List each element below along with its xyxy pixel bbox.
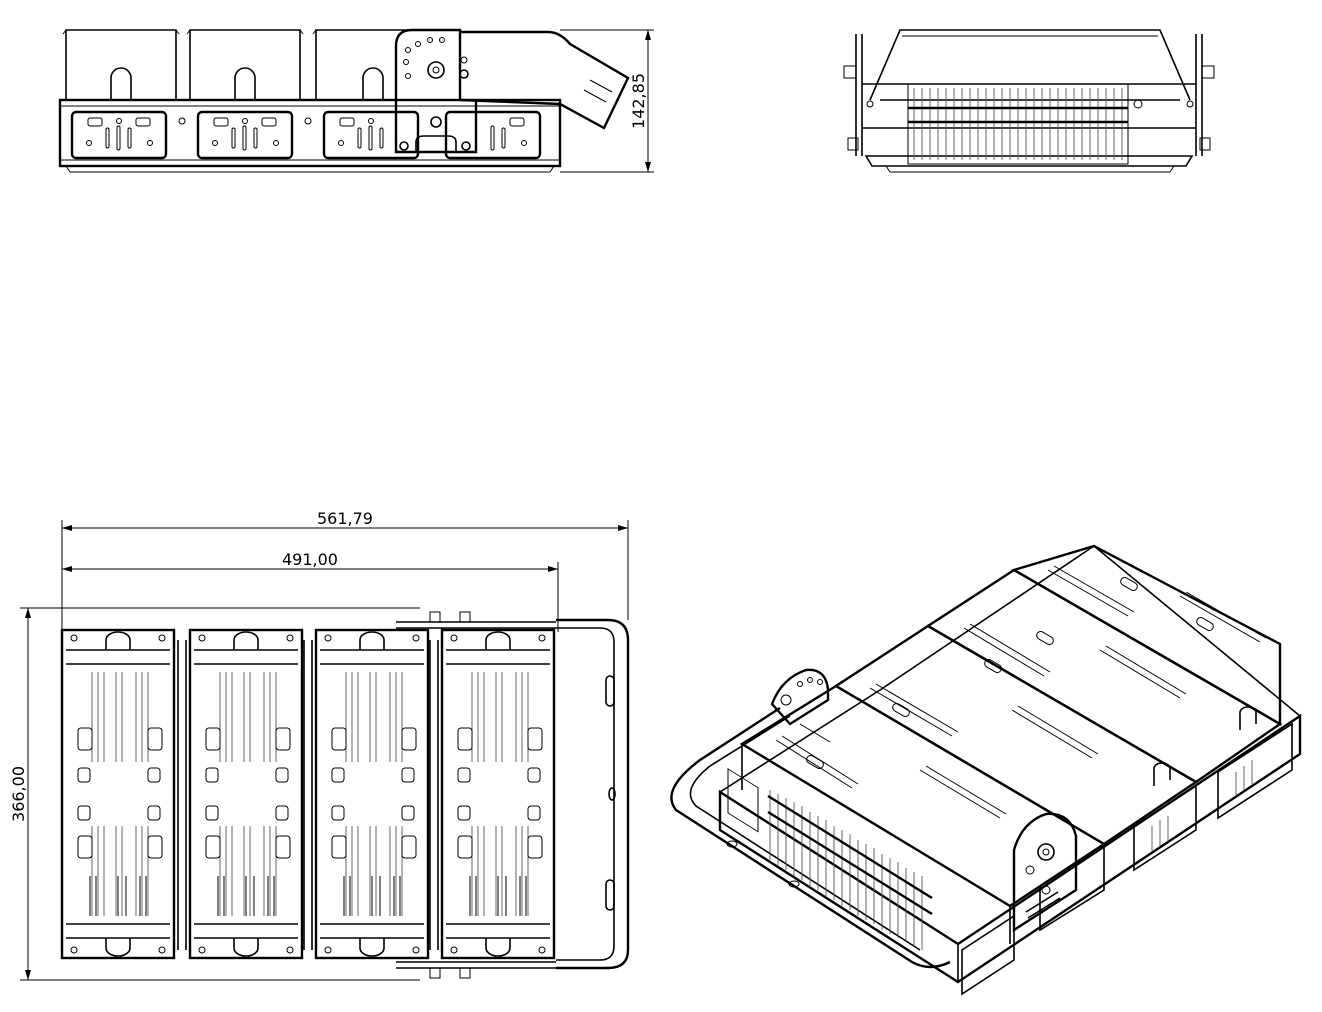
height-dimension-label: 142,85 [629, 73, 648, 129]
isometric-view [670, 544, 1302, 996]
depth-dimension-label: 366,00 [9, 766, 28, 822]
iso-driver-panel [961, 722, 1293, 996]
side-view [843, 29, 1215, 173]
module-width-dimension-label: 491,00 [282, 550, 338, 569]
front-view: 142,85 [58, 28, 654, 173]
top-view: 561,79 491,00 366,00 [9, 509, 630, 981]
overall-width-dimension-label: 561,79 [317, 509, 373, 528]
